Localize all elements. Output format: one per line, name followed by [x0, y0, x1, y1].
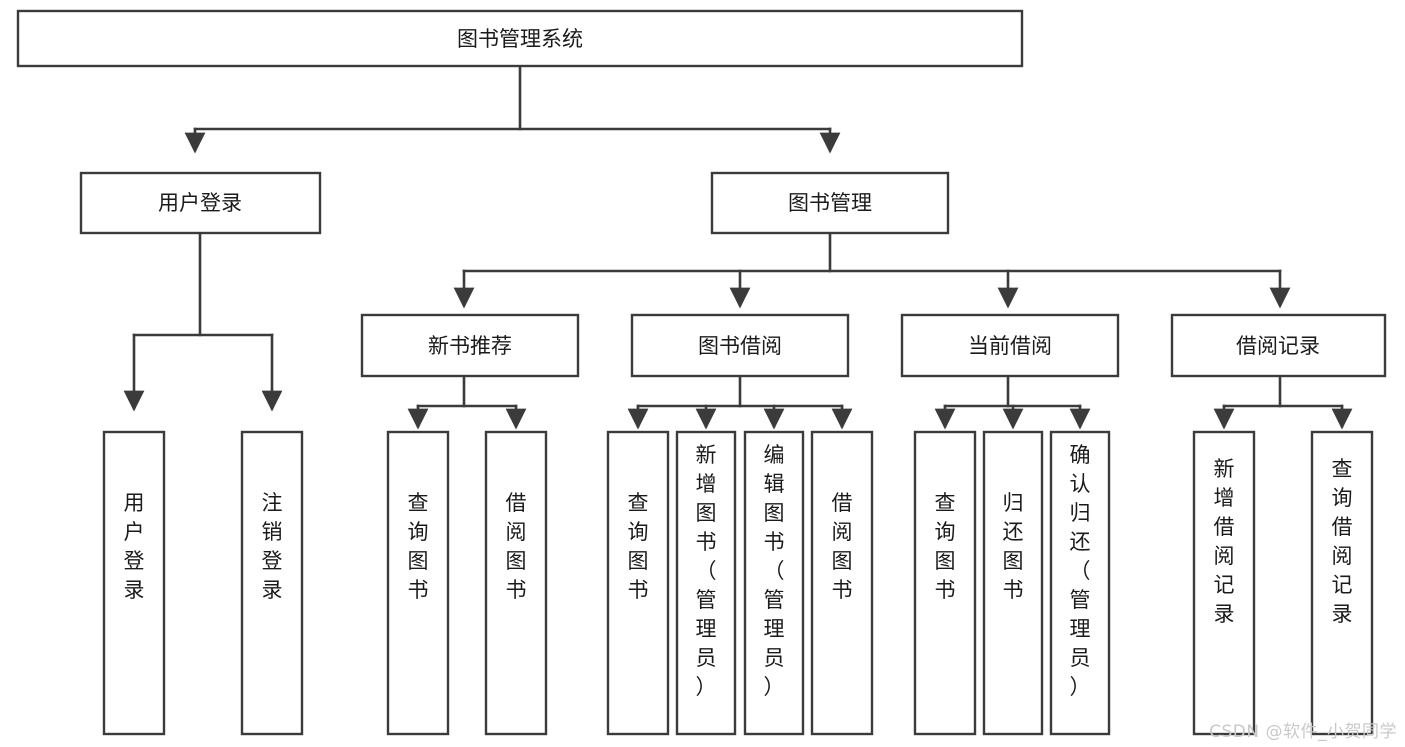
node-book-borrow-label: 图书借阅	[698, 334, 782, 358]
node-leaf-edit-book-label: 编辑图书（管理员）	[764, 443, 785, 699]
node-leaf-add-book[interactable]: 新增图书（管理员）	[675, 430, 737, 736]
node-leaf-add-record-box[interactable]	[1192, 430, 1256, 736]
node-leaf-add-record-label: 新增借阅记录	[1214, 457, 1235, 626]
node-book-borrow[interactable]: 图书借阅	[630, 313, 850, 378]
node-leaf-borrow-book-1-box[interactable]	[484, 430, 548, 736]
node-leaf-borrow-book-2-label: 借阅图书	[832, 491, 853, 602]
node-new-book-recommend[interactable]: 新书推荐	[360, 313, 580, 378]
node-leaf-query-book-1[interactable]: 查询图书	[386, 430, 450, 736]
node-new-book-recommend-label: 新书推荐	[428, 334, 512, 358]
node-user-login-label: 用户登录	[158, 191, 242, 215]
node-leaf-query-book-3-label: 查询图书	[935, 491, 956, 602]
node-leaf-query-record-box[interactable]	[1310, 430, 1374, 736]
node-leaf-borrow-book-2-box[interactable]	[810, 430, 874, 736]
node-current-borrow[interactable]: 当前借阅	[900, 313, 1120, 378]
node-leaf-return-book-label: 归还图书	[1003, 491, 1024, 602]
node-root-label: 图书管理系统	[457, 27, 583, 51]
node-leaf-query-book-1-box[interactable]	[386, 430, 450, 736]
node-leaf-return-book[interactable]: 归还图书	[982, 430, 1044, 736]
node-leaf-query-record[interactable]: 查询借阅记录	[1310, 430, 1374, 736]
node-leaf-confirm-return-label: 确认归还（管理员）	[1070, 443, 1091, 699]
node-book-manage[interactable]: 图书管理	[710, 171, 950, 235]
connector-layer	[123, 64, 1353, 430]
node-leaf-add-record[interactable]: 新增借阅记录	[1192, 430, 1256, 736]
node-leaf-add-book-label: 新增图书（管理员）	[696, 443, 717, 699]
node-leaf-query-book-2[interactable]: 查询图书	[606, 430, 670, 736]
node-leaf-borrow-book-1-label: 借阅图书	[506, 491, 527, 602]
node-user-login[interactable]: 用户登录	[79, 171, 322, 235]
node-leaf-query-book-2-box[interactable]	[606, 430, 670, 736]
node-leaf-confirm-return-box[interactable]	[1049, 430, 1111, 736]
node-book-borrow-box[interactable]	[630, 313, 850, 378]
node-leaf-query-book-3-box[interactable]	[913, 430, 977, 736]
node-leaf-edit-book[interactable]: 编辑图书（管理员）	[743, 430, 805, 736]
node-leaf-query-record-label: 查询借阅记录	[1332, 457, 1353, 626]
node-user-login-box[interactable]	[79, 171, 322, 235]
node-root-box[interactable]	[16, 9, 1024, 68]
node-leaf-user-login-label: 用户登录	[124, 491, 145, 602]
node-borrow-record[interactable]: 借阅记录	[1170, 313, 1387, 378]
node-leaf-edit-book-box[interactable]	[743, 430, 805, 736]
node-book-manage-box[interactable]	[710, 171, 950, 235]
node-leaf-query-book-1-label: 查询图书	[408, 491, 429, 602]
node-current-borrow-box[interactable]	[900, 313, 1120, 378]
node-leaf-confirm-return[interactable]: 确认归还（管理员）	[1049, 430, 1111, 736]
node-leaf-borrow-book-1[interactable]: 借阅图书	[484, 430, 548, 736]
node-borrow-record-box[interactable]	[1170, 313, 1387, 378]
node-new-book-recommend-box[interactable]	[360, 313, 580, 378]
node-root[interactable]: 图书管理系统	[16, 9, 1024, 68]
node-leaf-user-logout-box[interactable]	[240, 430, 304, 736]
node-leaf-user-login[interactable]: 用户登录	[102, 430, 166, 736]
node-leaf-user-logout-label: 注销登录	[262, 491, 283, 602]
node-leaf-query-book-2-label: 查询图书	[628, 491, 649, 602]
node-book-manage-label: 图书管理	[788, 191, 872, 215]
node-leaf-return-book-box[interactable]	[982, 430, 1044, 736]
node-borrow-record-label: 借阅记录	[1236, 334, 1320, 358]
node-current-borrow-label: 当前借阅	[968, 334, 1052, 358]
node-leaf-user-logout[interactable]: 注销登录	[240, 430, 304, 736]
node-leaf-add-book-box[interactable]	[675, 430, 737, 736]
node-leaf-user-login-box[interactable]	[102, 430, 166, 736]
node-leaf-query-book-3[interactable]: 查询图书	[913, 430, 977, 736]
node-leaf-borrow-book-2[interactable]: 借阅图书	[810, 430, 874, 736]
